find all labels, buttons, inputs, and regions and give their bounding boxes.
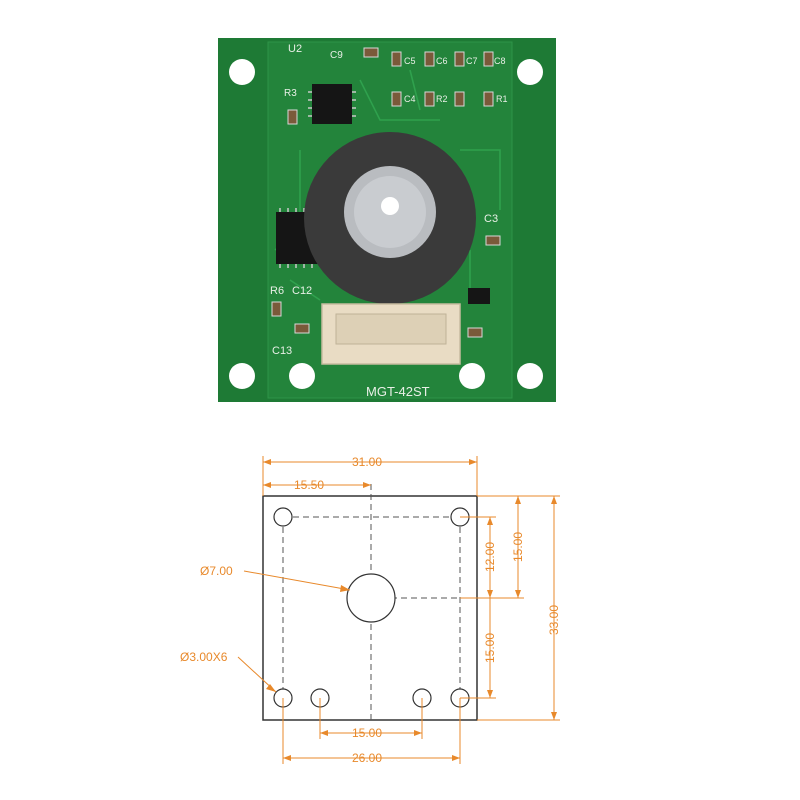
dim-upper-spacing: 15.00 [511,532,525,562]
dimension-arrows [263,459,557,761]
silk-label-r3: R3 [284,88,297,99]
smd-components [271,47,501,338]
silk-label-c13: C13 [272,345,292,357]
silk-label-c6: C6 [436,56,448,66]
dim-overall-height: 33.00 [547,605,561,635]
callout-center-hole: Ø7.00 [200,564,233,578]
pcb-photo: U2 C9 C5 C6 C7 C8 C4 R3 R2 R1 C3 R6 C12 … [218,38,556,402]
mount-hole-top-left [273,507,293,527]
connector-slot [335,313,447,345]
dim-lower-offset: 15.00 [483,633,497,663]
silk-label-c5: C5 [404,56,416,66]
silk-label-r1: R1 [496,94,508,104]
dimension-lines [237,456,560,764]
mounting-holes-photo [229,59,543,389]
drawing-holes [273,507,470,708]
silk-label-c9: C9 [330,50,343,61]
ic-chip-u2 [312,84,352,124]
silk-label-u2: U2 [288,43,302,55]
silk-label-c8: C8 [494,56,506,66]
silk-label-r6: R6 [270,285,284,297]
silk-label-c7: C7 [466,56,478,66]
shaft-hole [381,197,399,215]
pcb-traces [274,69,501,301]
silk-label-c4: C4 [404,94,416,104]
silk-label-c3: C3 [484,213,498,225]
callout-mount-holes: Ø3.00X6 [180,650,228,664]
dim-half-width: 15.50 [294,478,324,492]
silk-label-r2: R2 [436,94,448,104]
dim-bottom-inner-spacing: 15.00 [352,726,382,740]
center-hole [346,573,396,623]
silk-label-c12: C12 [292,285,312,297]
board-label: MGT-42ST [366,384,430,399]
dim-overall-width: 31.00 [352,455,382,469]
transistor [468,288,490,304]
dim-bottom-outer-spacing: 26.00 [352,751,382,765]
board-outline [262,495,478,721]
dim-upper-offset: 12.00 [483,542,497,572]
